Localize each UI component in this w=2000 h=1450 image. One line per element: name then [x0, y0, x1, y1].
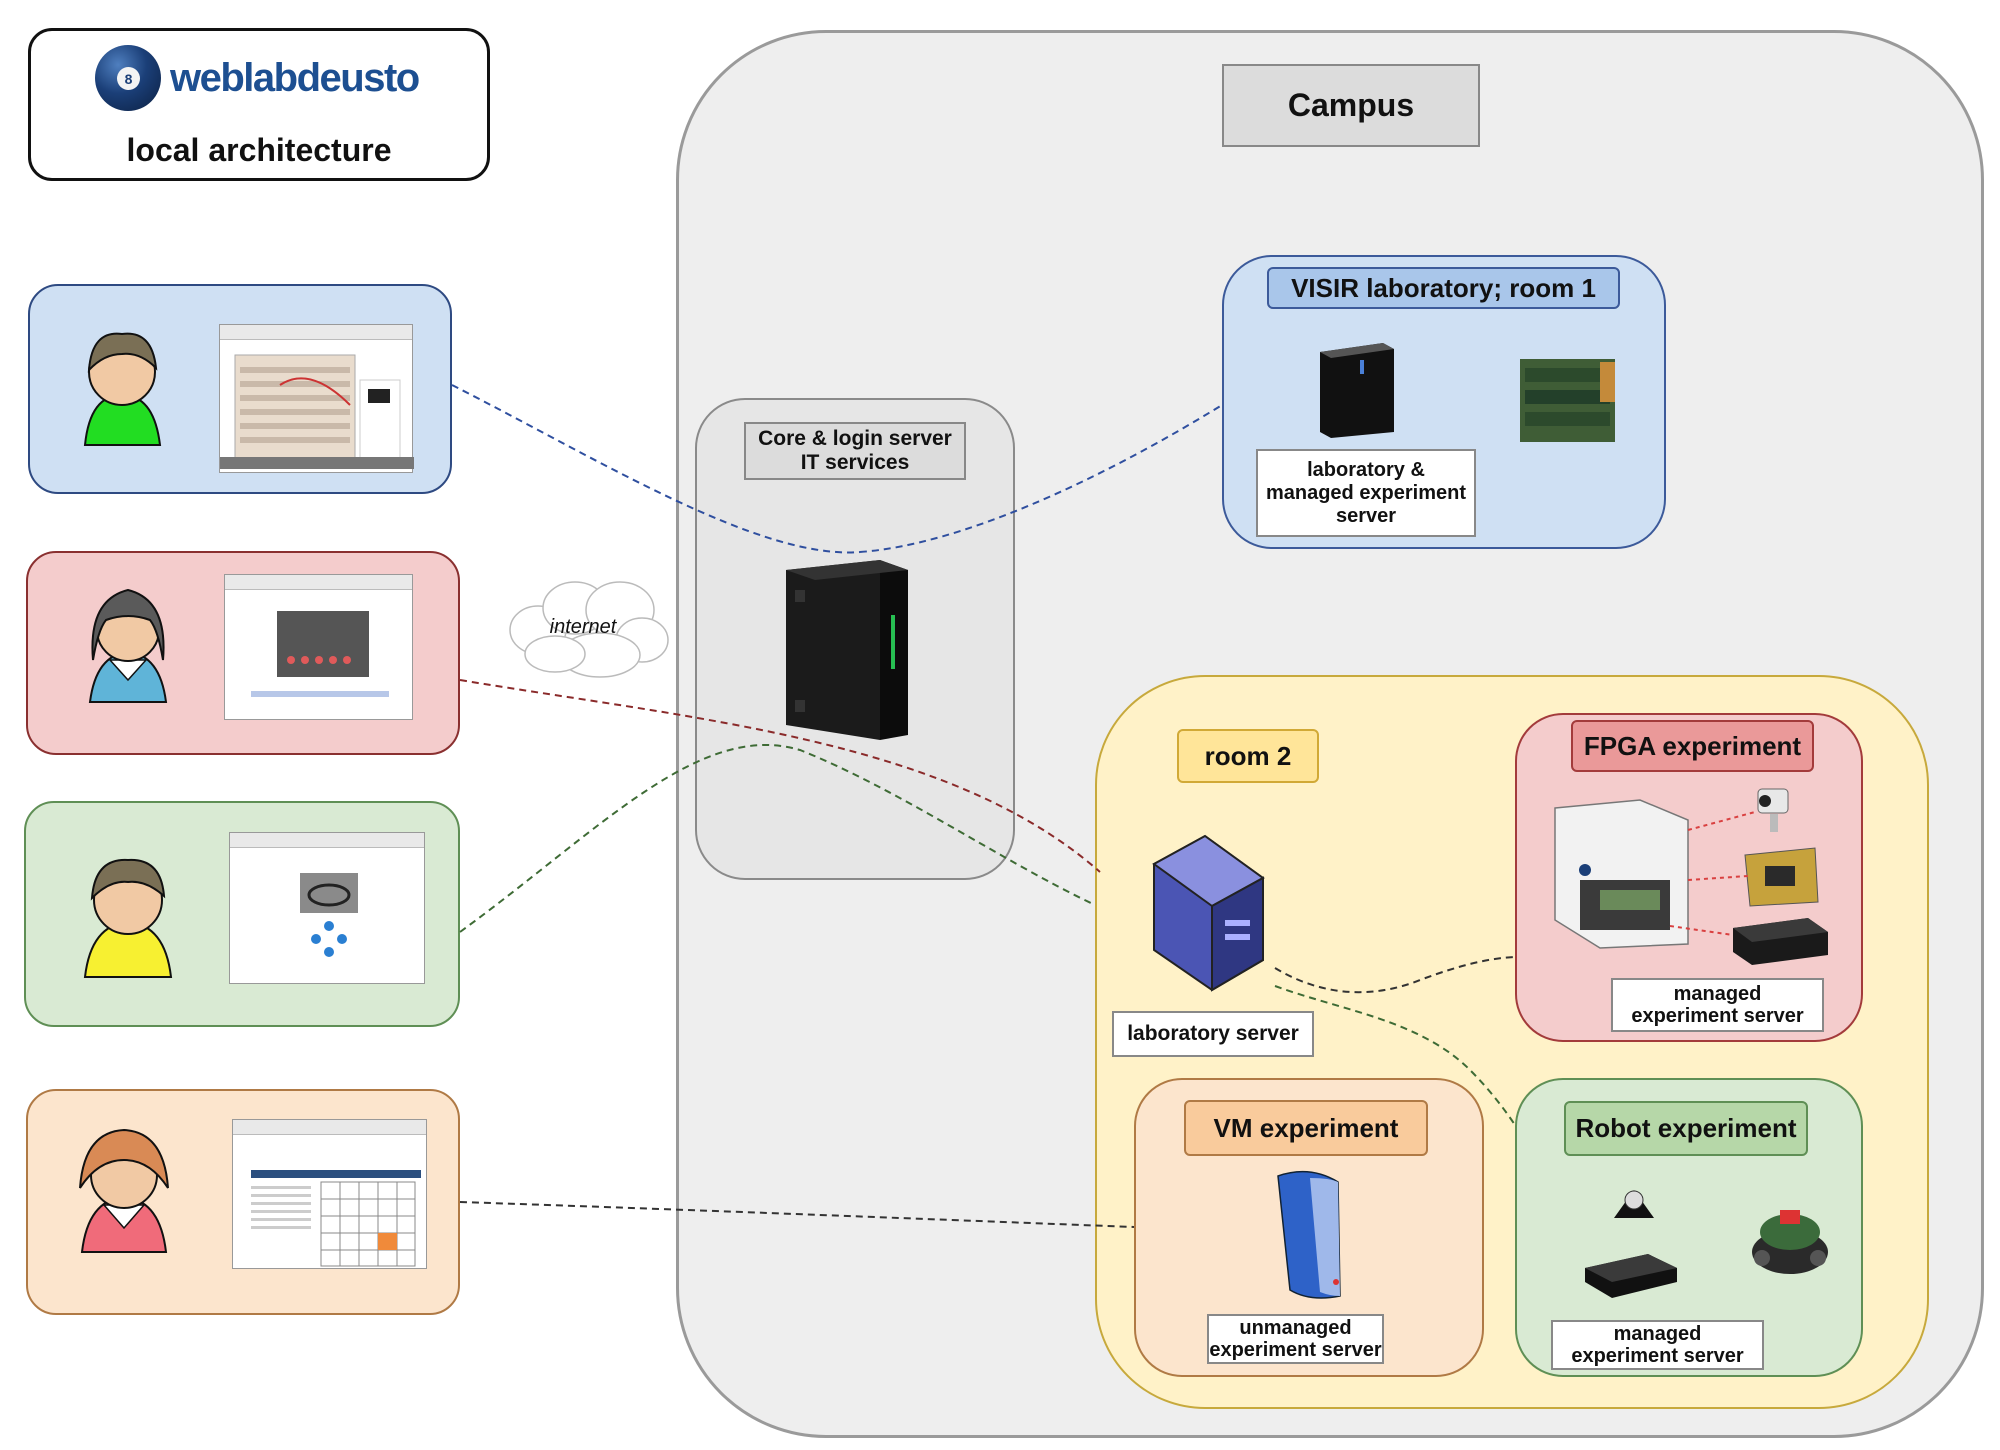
- fpga-enclosure-icon: [1554, 799, 1689, 949]
- connector-user4-vm: [459, 1201, 1135, 1228]
- server-icon: [1320, 343, 1394, 438]
- person-icon-red: [88, 588, 168, 703]
- browser-screenshot-breadboard: [219, 324, 414, 473]
- visir-server-label: laboratory & managed experiment server: [1256, 449, 1476, 537]
- connector-labserver-fpga: [1274, 956, 1516, 994]
- vm-experiment-label: VM experiment: [1184, 1100, 1428, 1156]
- logo-glyph: 8: [117, 67, 140, 90]
- browser-screenshot-vm: [232, 1119, 427, 1269]
- robot-icon: [1752, 1210, 1828, 1274]
- fpga-experiment-label: FPGA experiment: [1571, 720, 1814, 772]
- browser-screenshot-robot: [229, 832, 425, 984]
- person-icon-orange: [79, 1128, 169, 1253]
- circuit-board-stack-icon: [1520, 359, 1615, 442]
- fpga-link-device: [1669, 925, 1734, 936]
- page-title: local architecture: [126, 131, 392, 168]
- internet-label: internet: [549, 615, 617, 638]
- robot-server-label: managed experiment server: [1551, 1320, 1764, 1370]
- camera-icon: [1757, 788, 1789, 832]
- lab-server-icon: [1152, 834, 1265, 992]
- fpga-link-board: [1687, 875, 1749, 881]
- visir-lab-label: VISIR laboratory; room 1: [1267, 267, 1620, 309]
- campus-label: Campus: [1222, 64, 1480, 147]
- internet-cloud-icon: [509, 581, 669, 678]
- connector-user2-labserver: [459, 679, 1101, 873]
- lab-server-label: laboratory server: [1112, 1011, 1314, 1057]
- core-server-label: Core & login server IT services: [744, 422, 966, 480]
- vm-server-label: unmanaged experiment server: [1207, 1314, 1384, 1364]
- webcam-icon: [1614, 1190, 1654, 1218]
- connector-user3-labserver: [459, 744, 1096, 933]
- person-icon-green: [83, 858, 173, 978]
- robot-experiment-label: Robot experiment: [1564, 1101, 1808, 1156]
- fpga-server-label: managed experiment server: [1611, 978, 1824, 1032]
- browser-screenshot-fpga: [224, 574, 413, 720]
- vm-server-icon: [1277, 1171, 1341, 1299]
- network-device-icon: [1733, 918, 1828, 965]
- connector-core-visir: [859, 404, 1223, 553]
- robot-network-device-icon: [1585, 1254, 1677, 1298]
- fpga-board-icon: [1744, 847, 1819, 907]
- person-icon-blue: [83, 332, 162, 446]
- connector-labserver-robot: [1274, 985, 1516, 1126]
- room2-label: room 2: [1177, 729, 1319, 783]
- fpga-link-camera: [1687, 811, 1756, 831]
- connector-user1-core: [451, 384, 861, 554]
- server-tower-icon: [786, 560, 908, 740]
- logo-text: weblabdeusto: [170, 55, 420, 100]
